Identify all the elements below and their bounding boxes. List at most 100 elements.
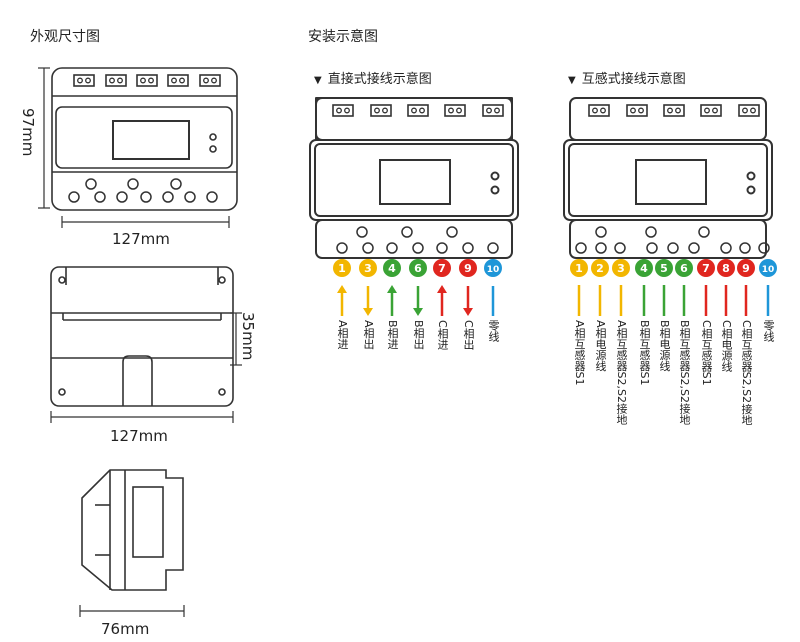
terminal-number: 5 — [660, 262, 668, 275]
terminal-number: 10 — [487, 265, 500, 275]
terminal-number-badge: 8 — [717, 259, 735, 277]
terminal-screw-circle — [436, 242, 448, 254]
terminal-screw-circle — [206, 191, 218, 203]
mutual-terminal-label: A相互感器S2,S2接地 — [615, 320, 628, 425]
direct-wiring-heading: ▼ 直接式接线示意图 — [314, 68, 432, 87]
terminal-number: 9 — [742, 262, 750, 275]
terminal-screw-circle — [85, 178, 97, 190]
terminal-number: 1 — [338, 262, 346, 275]
top-terminal-block — [738, 104, 760, 117]
terminal-number: 4 — [640, 262, 648, 275]
direct-wiring-title: 直接式接线示意图 — [327, 72, 432, 87]
mutual-wiring-heading: ▼ 互感式接线示意图 — [568, 68, 686, 87]
mutual-terminal-label: 零线 — [762, 320, 775, 342]
terminal-screw-circle — [688, 242, 700, 254]
installation-heading: 安装示意图 — [308, 29, 378, 45]
terminal-screw-circle — [356, 226, 368, 238]
terminal-screw-circle — [758, 242, 770, 254]
terminal-screw-circle — [645, 226, 657, 238]
top-terminal-block — [444, 104, 466, 117]
front-view-drawing — [51, 67, 238, 211]
back-width-dimension-label: 127mm — [110, 427, 168, 445]
terminal-number-badge: 2 — [591, 259, 609, 277]
mutual-terminal-label: B相互感器S2,S2接地 — [678, 320, 691, 426]
terminal-screw-circle — [170, 178, 182, 190]
top-terminal-block — [105, 74, 127, 87]
top-terminal-block — [199, 74, 221, 87]
terminal-screw-circle — [595, 242, 607, 254]
terminal-screw-circle — [446, 226, 458, 238]
direct-meter-body — [309, 97, 519, 259]
top-terminal-block — [73, 74, 95, 87]
top-terminal-block — [167, 74, 189, 87]
arrow-up-icon — [387, 285, 397, 316]
top-terminal-block — [136, 74, 158, 87]
mutual-terminal-label: B相电源线 — [658, 320, 671, 372]
arrow-down-icon — [363, 286, 373, 316]
outline-dimensions-heading: 外观尺寸图 — [30, 29, 100, 45]
terminal-screw-circle — [667, 242, 679, 254]
triangle-down-icon: ▼ — [314, 75, 322, 86]
top-terminal-block — [370, 104, 392, 117]
terminal-screw-circle — [184, 191, 196, 203]
terminal-number-badge: 3 — [612, 259, 630, 277]
arrow-up-icon — [437, 285, 447, 316]
back-view-drawing — [50, 266, 234, 407]
terminal-screw-circle — [487, 242, 499, 254]
top-terminal-block — [700, 104, 722, 117]
direct-terminal-label: C相进 — [436, 320, 449, 350]
terminal-number-badge: 7 — [433, 259, 451, 277]
terminal-number-badge: 6 — [409, 259, 427, 277]
mutual-terminal-label: A相电源线 — [594, 320, 607, 372]
terminal-number: 7 — [438, 262, 446, 275]
terminal-screw-circle — [575, 242, 587, 254]
terminal-number-badge: 9 — [737, 259, 755, 277]
terminal-number: 3 — [364, 262, 372, 275]
terminal-number-badge: 9 — [459, 259, 477, 277]
terminal-screw-circle — [127, 178, 139, 190]
terminal-screw-circle — [94, 191, 106, 203]
terminal-screw-circle — [595, 226, 607, 238]
terminal-screw-circle — [401, 226, 413, 238]
mutual-meter-body — [563, 97, 773, 259]
direct-terminal-label: C相出 — [462, 320, 475, 350]
top-terminal-block — [482, 104, 504, 117]
terminal-screw-circle — [462, 242, 474, 254]
terminal-screw-circle — [614, 242, 626, 254]
terminal-number-badge: 1 — [570, 259, 588, 277]
terminal-number-badge: 7 — [697, 259, 715, 277]
mutual-wiring-title: 互感式接线示意图 — [581, 72, 686, 87]
direct-terminal-label: A相进 — [336, 320, 349, 350]
terminal-screw-circle — [386, 242, 398, 254]
terminal-number: 8 — [722, 262, 730, 275]
mutual-terminal-label: C相互感器S2,S2接地 — [740, 320, 753, 426]
terminal-screw-circle — [336, 242, 348, 254]
terminal-number: 3 — [617, 262, 625, 275]
terminal-screw-circle — [68, 191, 80, 203]
front-width-dimension-label: 127mm — [112, 230, 170, 248]
mutual-terminal-label: C相互感器S1 — [700, 320, 713, 386]
arrow-down-icon — [413, 286, 423, 316]
side-width-dimension-label: 76mm — [101, 620, 149, 638]
mutual-terminal-label: A相互感器S1 — [573, 320, 586, 386]
terminal-number-badge: 6 — [675, 259, 693, 277]
mutual-terminal-label: C相电源线 — [720, 320, 733, 372]
terminal-number: 1 — [575, 262, 583, 275]
height-dimension-label: 97mm — [19, 108, 37, 156]
terminal-number: 2 — [596, 262, 604, 275]
terminal-screw-circle — [698, 226, 710, 238]
top-terminal-block — [407, 104, 429, 117]
terminal-number: 6 — [414, 262, 422, 275]
terminal-screw-circle — [162, 191, 174, 203]
top-terminal-block — [332, 104, 354, 117]
terminal-screw-circle — [646, 242, 658, 254]
terminal-number-badge: 10 — [484, 259, 502, 277]
terminal-screw-circle — [116, 191, 128, 203]
terminal-number: 9 — [464, 262, 472, 275]
arrow-down-icon — [463, 286, 473, 316]
terminal-number-badge: 5 — [655, 259, 673, 277]
triangle-down-icon: ▼ — [568, 75, 576, 86]
outline-drawings: 97mm 127mm 35mm 127mm 76mm — [19, 67, 257, 638]
terminal-number-badge: 10 — [759, 259, 777, 277]
